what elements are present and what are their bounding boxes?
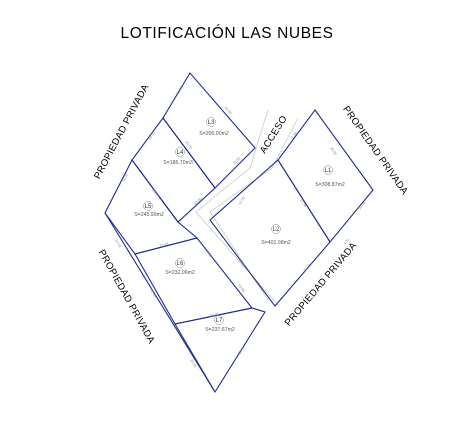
neighbor-label-northwest: PROPIEDAD PRIVADA [92, 82, 151, 181]
lot-l5[interactable]: L5 S=245.99m2 [134, 201, 164, 219]
lot-l4-id: L4 [177, 150, 184, 156]
lot-l7-marker [214, 315, 224, 325]
plan-title: LOTIFICACIÓN LAS NUBES [120, 25, 333, 42]
west-outer-boundary [104, 212, 216, 393]
lot-l3-area: S=200.00m2 [199, 131, 229, 137]
dimension-label: 10.00 [175, 86, 183, 96]
access-road [195, 109, 299, 306]
dimension-label: 22.75 [303, 263, 312, 272]
road-edge-east [209, 117, 299, 301]
lot-l7-id: L7 [216, 318, 223, 324]
lot-l1-area: S=308.87m2 [315, 182, 345, 188]
lot-l2-boundary [209, 159, 331, 307]
dimension-label: 11.54 [290, 131, 298, 140]
dimension-label: 20.00 [223, 106, 232, 115]
lot-l2-id: L2 [273, 227, 280, 233]
dimension-label: 22.10 [209, 312, 219, 318]
lot-l6-area: S=232.06m2 [165, 270, 195, 276]
lot-l4-area: S=186.70m3 [163, 160, 193, 166]
dimension-label: 10.00 [232, 157, 241, 166]
lot-l5-area: S=245.99m2 [134, 212, 164, 218]
dimension-label: 11.02 [121, 173, 129, 183]
dimension-label: 20.00 [184, 140, 193, 150]
access-label: ACCESO [258, 114, 290, 156]
dimension-label: 13.86 [237, 346, 245, 356]
lot-l7-area: S=237.67m2 [205, 327, 235, 333]
dimension-label: 4.31 [343, 238, 351, 246]
lot-l2-marker [271, 224, 281, 234]
lot-l4-marker [175, 147, 185, 157]
dimension-label: 10.02 [114, 239, 122, 249]
lot-l6[interactable]: L6 S=232.06m2 [165, 258, 195, 277]
lot-l1-id: L1 [325, 168, 332, 174]
road-edge-west [195, 109, 279, 306]
lot-l1[interactable]: L1 S=308.87m2 [315, 165, 345, 189]
lot-l7[interactable]: L7 S=237.67m2 [205, 315, 235, 334]
lot-l3[interactable]: L3 S=200.00m2 [199, 117, 229, 138]
lot-l4[interactable]: L4 S=186.70m3 [163, 147, 193, 167]
dimension-label: 20.00 [151, 188, 160, 198]
dimension-label: 12.00 [238, 196, 246, 206]
lot-l6-id: L6 [177, 261, 184, 267]
lot-l2-area: S=401.08m2 [261, 240, 291, 246]
dimension-label: 20.65 [149, 289, 157, 299]
neighbor-label-southwest: PROPIEDAD PRIVADA [96, 248, 157, 346]
dimension-label: 23.96 [299, 198, 307, 208]
dimension-label: 10.00 [193, 197, 202, 206]
dimension-label: 10.00 [358, 201, 367, 210]
dimension-label: 10.00 [148, 131, 156, 141]
lot-l2[interactable]: L2 S=401.08m2 [261, 224, 291, 247]
west-block-lots [104, 72, 266, 394]
dimension-label: 20.00 [189, 359, 197, 369]
dimension-label: 22.84 [159, 242, 169, 248]
lot-l6-marker [175, 258, 185, 268]
neighbor-label-northeast: PROPIEDAD PRIVADA [340, 104, 410, 197]
dimension-labels: 10.00 10.00 11.02 20.00 20.00 20.00 10.0… [114, 86, 366, 368]
dimension-label: 17.09 [237, 258, 246, 268]
lot-l3-marker [206, 117, 216, 127]
dimension-label: 10.00 [237, 283, 245, 293]
dimension-label: 10.00 [204, 248, 212, 258]
east-block-lots [209, 109, 374, 307]
lot-l5-id: L5 [145, 204, 152, 210]
lot-l3-id: L3 [208, 120, 215, 126]
lot-l1-marker [323, 165, 333, 175]
lot-l5-marker [143, 201, 153, 211]
dimension-label: 20.00 [329, 146, 337, 156]
